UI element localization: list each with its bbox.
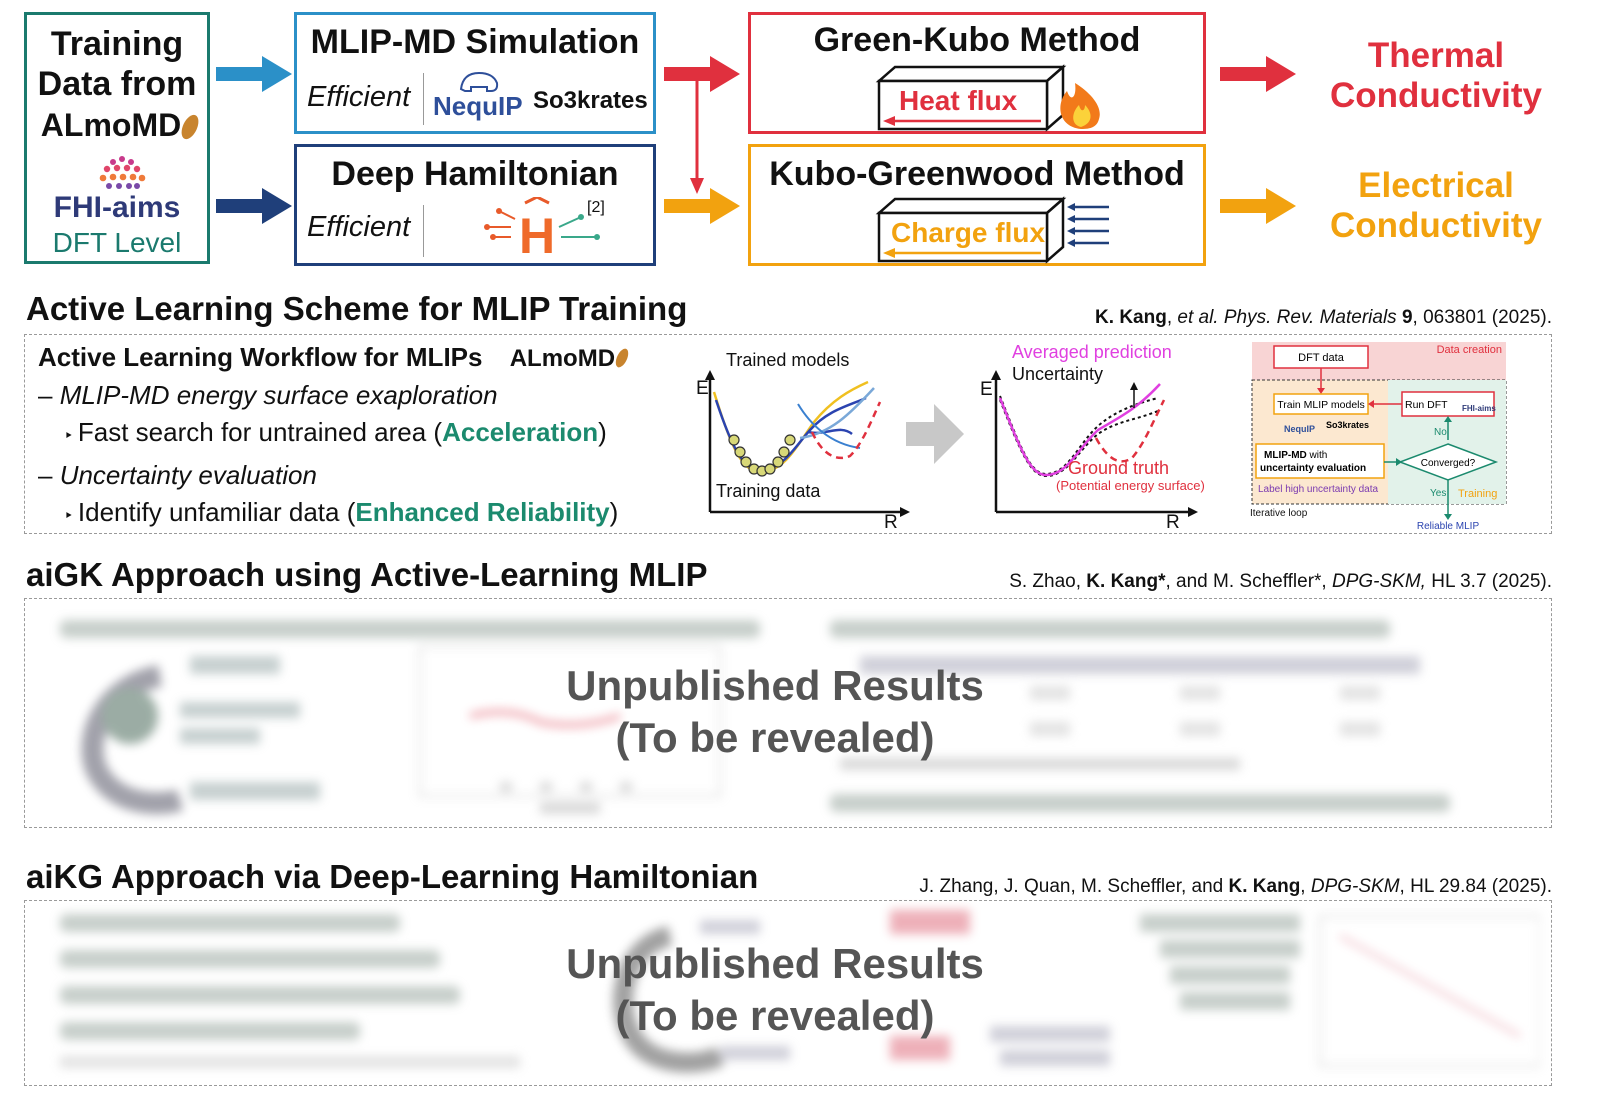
section2-blurred-content — [40, 606, 1540, 822]
arrow-to-thermal — [1220, 56, 1296, 92]
kubo-greenwood-box: Kubo-Greenwood Method Charge flux — [748, 144, 1206, 266]
workflow-title: Active Learning Workflow for MLIPs ALmoM… — [38, 342, 631, 373]
svg-text:Label high uncertainty data: Label high uncertainty data — [1258, 484, 1379, 495]
thermal-conductivity-line2: Conductivity — [1330, 76, 1542, 115]
section2-reference: S. Zhao, K. Kang*, and M. Scheffler*, DP… — [1009, 571, 1552, 592]
charge-flux-prism-icon — [875, 196, 1109, 264]
gray-arrow-icon — [906, 404, 964, 464]
svg-text:Iterative loop: Iterative loop — [1250, 508, 1308, 519]
mlip-efficient-label: Efficient — [307, 81, 411, 113]
bullet-exploration: – MLIP-MD energy surface exaploration — [38, 380, 498, 410]
so3krates-logo: So3krates — [533, 87, 648, 114]
arrow-to-electrical — [1220, 188, 1296, 224]
bullet-uncertainty: – Uncertainty evaluation — [38, 460, 317, 490]
plot2-r-label: R — [1166, 512, 1180, 532]
sub-bullet-reliability: ‣ Identify unfamiliar data (Enhanced Rel… — [64, 497, 619, 527]
almond-icon — [178, 112, 203, 142]
heat-flux-prism-icon — [875, 64, 1100, 132]
svg-text:Data creation: Data creation — [1437, 344, 1502, 356]
kubo-greenwood-title: Kubo-Greenwood Method — [769, 155, 1185, 193]
electrical-conductivity-line1: Electrical — [1358, 166, 1514, 205]
hamiltonian-h-icon: H — [484, 197, 600, 259]
svg-text:Train MLIP models: Train MLIP models — [1277, 399, 1365, 411]
section2-unpublished-notice: Unpublished Results (To be revealed) — [566, 662, 984, 761]
svg-text:NequIP: NequIP — [1284, 424, 1315, 434]
section3-reference: J. Zhang, J. Quan, M. Scheffler, and K. … — [919, 876, 1552, 897]
section1-panel — [24, 334, 1552, 534]
nequip-logo: NequIP — [433, 91, 523, 121]
section2-title: aiGK Approach using Active-Learning MLIP — [26, 556, 708, 593]
mlip-md-box: MLIP-MD Simulation Efficient NequIP So3k… — [294, 12, 656, 134]
plot1-trained-label: Trained models — [726, 350, 849, 370]
charge-flux-label: Charge flux — [891, 217, 1046, 248]
hamiltonian-ref-mark: [2] — [587, 199, 605, 216]
svg-text:Converged?: Converged? — [1421, 458, 1476, 469]
dft-level-label: DFT Level — [52, 227, 182, 258]
svg-text:So3krates: So3krates — [1326, 420, 1369, 430]
training-label-line2: Data from — [37, 65, 197, 103]
electrical-conductivity-line2: Conductivity — [1330, 206, 1542, 245]
sub-bullet-acceleration: ‣ Fast search for untrained area (Accele… — [64, 417, 607, 447]
hamiltonian-divider — [423, 205, 424, 257]
section3-title: aiKG Approach via Deep-Learning Hamilton… — [26, 858, 759, 895]
green-kubo-box: Green-Kubo Method Heat flux — [748, 12, 1206, 134]
plot1-training-label: Training data — [716, 481, 821, 501]
arrow-to-hamiltonian — [216, 188, 292, 224]
training-data-box: Training Data from ALmoMD FHI-aims DFT L… — [24, 12, 210, 264]
workflow-almomd-logo: ALmoMD — [509, 345, 616, 372]
fhi-aims-logo: FHI-aims — [53, 191, 181, 224]
plot-trained-models: E R Trained models Training data — [696, 350, 910, 532]
plot2-averaged-label: Averaged prediction — [1012, 342, 1172, 362]
svg-text:Training: Training — [1458, 488, 1497, 500]
svg-text:Yes: Yes — [1430, 488, 1446, 499]
svg-text:uncertainty evaluation: uncertainty evaluation — [1260, 463, 1366, 474]
svg-text:MLIP-MD with: MLIP-MD with — [1264, 450, 1327, 461]
svg-text:H: H — [519, 208, 555, 259]
plot-uncertainty: E R Averaged prediction Uncertainty Grou… — [980, 342, 1204, 532]
green-kubo-title: Green-Kubo Method — [813, 21, 1141, 59]
section1-reference: K. Kang, et al. Phys. Rev. Materials 9, … — [1095, 307, 1552, 328]
fhi-aims-dots-icon — [99, 156, 146, 189]
section3-blurred-content — [40, 906, 1541, 1080]
heat-flux-label: Heat flux — [899, 85, 1018, 116]
nequip-hippo-icon — [459, 71, 499, 92]
arrow-to-mlip — [216, 56, 292, 92]
plot2-pes-label: (Potential energy surface) — [1056, 478, 1204, 493]
center-arrows — [664, 56, 740, 224]
svg-text:FHI-aims: FHI-aims — [1462, 404, 1496, 413]
section2-panel — [24, 598, 1552, 828]
deep-hamiltonian-box: Deep Hamiltonian Efficient H [2] — [294, 144, 656, 266]
active-learning-flowchart: Data creation DFT data Train MLIP models… — [1250, 342, 1507, 532]
deep-hamiltonian-title: Deep Hamiltonian — [331, 155, 619, 193]
mlip-divider — [423, 73, 424, 125]
training-label-line1: Training — [50, 25, 184, 63]
svg-text:Run DFT: Run DFT — [1405, 399, 1448, 411]
svg-text:No: No — [1434, 427, 1447, 438]
thermal-conductivity-line1: Thermal — [1367, 36, 1505, 75]
section1-title: Active Learning Scheme for MLIP Training — [26, 290, 688, 327]
plot2-uncertainty-label: Uncertainty — [1012, 364, 1103, 384]
svg-text:Reliable MLIP: Reliable MLIP — [1417, 521, 1480, 532]
svg-text:DFT data: DFT data — [1298, 352, 1345, 364]
plot2-e-label: E — [980, 379, 993, 400]
plot2-ground-label: Ground truth — [1068, 458, 1169, 478]
almomd-logo: ALmoMD — [31, 107, 207, 144]
hamiltonian-efficient-label: Efficient — [307, 211, 411, 243]
plot1-r-label: R — [884, 512, 898, 532]
section3-unpublished-notice: Unpublished Results (To be revealed) — [566, 940, 984, 1039]
plot1-e-label: E — [696, 378, 709, 399]
section3-panel — [24, 900, 1552, 1086]
mlip-md-title: MLIP-MD Simulation — [310, 23, 640, 61]
